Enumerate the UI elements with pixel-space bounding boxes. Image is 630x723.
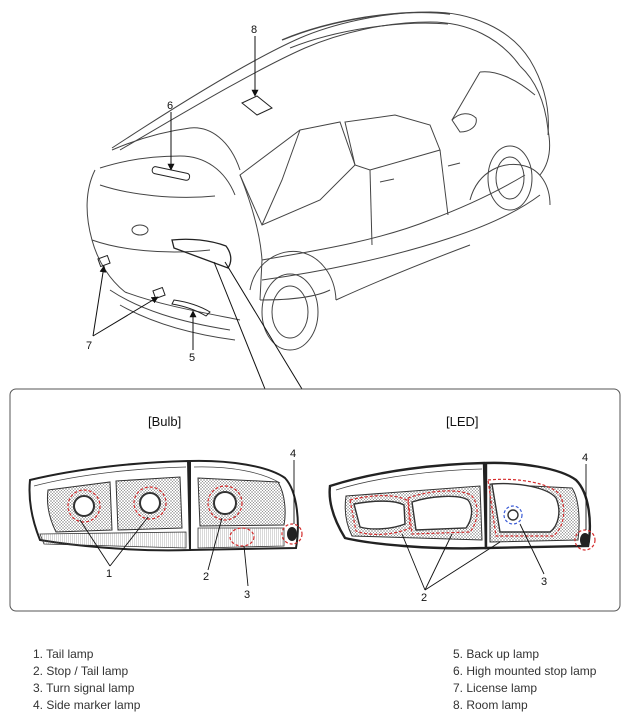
car-illustration [86, 11, 551, 351]
legend: 1. Tail lamp 2. Stop / Tail lamp 3. Turn… [0, 646, 630, 716]
bulb-title: [Bulb] [148, 414, 181, 429]
detail-panel [9, 388, 621, 612]
legend-item: 8. Room lamp [453, 698, 528, 712]
legend-item: 3. Turn signal lamp [33, 681, 135, 695]
legend-item: 7. License lamp [453, 681, 538, 695]
license-lamp-left-shape [97, 254, 111, 268]
callout-6: 6 [167, 100, 173, 112]
led-callout-lines [401, 464, 587, 591]
bulb-type-tail-lamp [28, 459, 303, 552]
legend-left-column: 1. Tail lamp 2. Stop / Tail lamp 3. Turn… [33, 646, 140, 714]
bulb-callout-3: 3 [244, 589, 250, 601]
tail-lamp-shape [171, 238, 232, 269]
led-callout-3: 3 [541, 576, 547, 588]
callout-5: 5 [189, 352, 195, 364]
license-lamp-right-shape [152, 286, 166, 300]
legend-item: 5. Back up lamp [453, 647, 540, 661]
bulb-callout-1: 1 [106, 568, 112, 580]
bulb-callout-4: 4 [290, 448, 296, 460]
led-type-tail-lamp [328, 461, 596, 551]
legend-item: 4. Side marker lamp [33, 698, 141, 712]
legend-item: 6. High mounted stop lamp [453, 664, 597, 678]
callout-7: 7 [86, 340, 92, 352]
led-title: [LED] [446, 414, 479, 429]
callout-8: 8 [251, 24, 257, 36]
led-callout-4: 4 [582, 452, 588, 464]
legend-right-column: 5. Back up lamp 6. High mounted stop lam… [453, 646, 596, 714]
legend-item: 2. Stop / Tail lamp [33, 664, 129, 678]
rear-lamp-location-diagram: 8 6 7 5 [Bulb] [LED] [9, 11, 621, 612]
back-up-lamp-shape [171, 299, 211, 317]
bulb-callout-2: 2 [203, 571, 209, 583]
legend-item: 1. Tail lamp [33, 647, 94, 661]
bulb-callout-lines [79, 460, 295, 587]
led-callout-2: 2 [421, 592, 427, 604]
room-lamp-shape [241, 95, 273, 116]
callout-arrows [92, 36, 259, 350]
detail-leader-lines [213, 261, 303, 390]
